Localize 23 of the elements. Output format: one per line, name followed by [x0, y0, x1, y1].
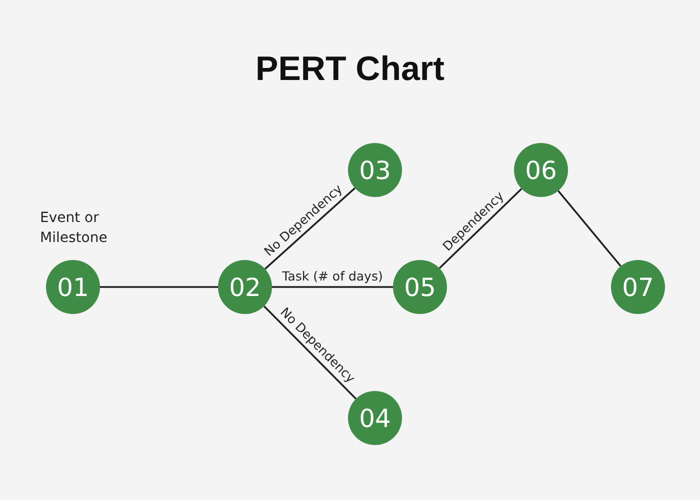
connector-line [438, 188, 522, 269]
event-circle [348, 143, 402, 197]
event-circle [348, 391, 402, 445]
event-circle [393, 260, 447, 314]
event-number: 02 [229, 274, 261, 300]
event-circle [611, 260, 665, 314]
connector-line [263, 306, 357, 400]
event-circle [218, 260, 272, 314]
event-number: 05 [404, 274, 436, 300]
event-number: 03 [359, 158, 391, 182]
connector-line [558, 190, 622, 267]
event-caption: Event or Milestone [40, 209, 108, 248]
event-number: 06 [525, 158, 557, 182]
edge-label: Task (# of days) [280, 268, 385, 284]
event-circle [46, 260, 100, 314]
event-number: 07 [622, 274, 654, 300]
chart-title: PERT Chart [254, 50, 446, 89]
connector-line [272, 286, 393, 288]
connector-line [100, 286, 218, 288]
event-circle [514, 143, 568, 197]
event-number: 04 [359, 406, 391, 430]
connector-line [264, 187, 356, 270]
event-number: 01 [57, 274, 89, 300]
